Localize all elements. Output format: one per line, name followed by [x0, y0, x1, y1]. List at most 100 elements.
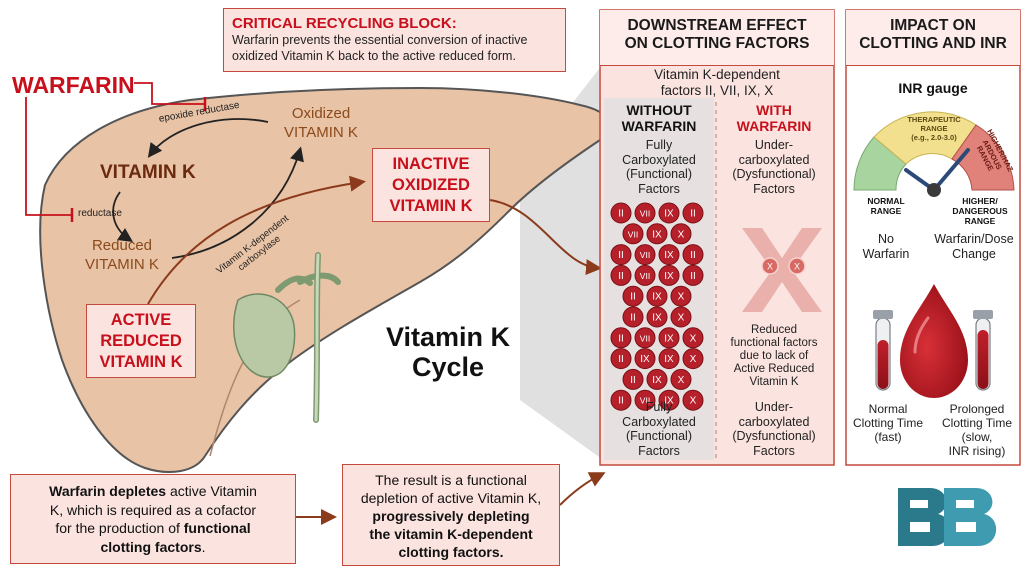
factor-circle: [634, 202, 656, 224]
without-line-2: WARFARIN: [621, 118, 697, 134]
gauge-red-segment: [951, 124, 1015, 191]
factor-circle: [610, 348, 632, 370]
bottom-left-bold-1: Warfarin depletes: [49, 483, 167, 499]
active-reduced-vitamin-k-box: ACTIVE REDUCED VITAMIN K: [86, 304, 196, 378]
factor-circle: [682, 327, 704, 349]
factor-label: X: [678, 375, 685, 386]
factor-circle: [658, 244, 680, 266]
factor-label: IX: [664, 396, 674, 407]
factor-label: VII: [640, 396, 650, 406]
dysfunctional-factors-bottom-label: Under- carboxylated (Dysfunctional) Fact…: [718, 400, 830, 458]
factor-circle: [646, 285, 668, 307]
factor-label: VII: [640, 333, 650, 343]
bottom-mid-line-4: the vitamin K-dependent: [369, 526, 533, 542]
normal-range-line-1: NORMAL: [867, 196, 905, 206]
factor-label: II: [618, 271, 624, 282]
oxidized-line-1: Oxidized: [291, 105, 351, 122]
cycle-line-1: Vitamin K: [385, 322, 511, 352]
left-bottom-line-1: Fully: [645, 400, 673, 414]
inactive-oxidized-vitamin-k-box: INACTIVE OXIDIZED VITAMIN K: [372, 148, 490, 222]
warning-line-1: Warfarin prevents the essential conversi…: [232, 33, 528, 47]
factor-label: II: [618, 333, 624, 344]
inhibit-line-epoxide: [134, 82, 205, 105]
prolonged-clot-line-3: (slow,: [961, 430, 993, 444]
without-warfarin-heading: WITHOUT WARFARIN: [604, 102, 714, 134]
functional-depletion-box: The result is a functional depletion of …: [342, 464, 560, 566]
left-bottom-line-2: Carboxylated: [622, 414, 696, 429]
arrow-reduced-to-oxidized: [171, 146, 304, 259]
functional-factors-bottom-label: Fully Carboxylated (Functional) Factors: [604, 400, 714, 458]
right-top-line-2: carboxylated: [738, 152, 810, 167]
right-bottom-line-3: (Dysfunctional): [732, 429, 816, 443]
bottom-left-rest-4: .: [201, 538, 206, 555]
bottom-mid-line-1: The result is a functional: [375, 472, 527, 488]
inhibit-line-reductase: [25, 97, 72, 216]
right-top-line-1: Under-: [754, 138, 794, 152]
no-warfarin-label: No Warfarin: [850, 232, 922, 262]
factor-label: II: [690, 209, 696, 220]
factor-circle: [682, 244, 704, 266]
downstream-panel: DOWNSTREAM EFFECT ON CLOTTING FACTORS Vi…: [600, 10, 834, 465]
prolonged-clot-line-1: Prolonged: [949, 402, 1005, 416]
warfarin-dose-change-label: Warfarin/Dose Change: [928, 232, 1020, 262]
right-bottom-line-1: Under-: [754, 400, 794, 414]
downstream-title-line-2: ON CLOTTING FACTORS: [624, 35, 810, 52]
factor-circle: [682, 202, 704, 224]
higher-line-3: RANGE: [964, 216, 996, 226]
factor-circle: [658, 389, 680, 411]
therapeutic-line-1: THERAPEUTIC: [907, 115, 961, 124]
factor-circle: [610, 327, 632, 349]
right-top-line-4: Factors: [753, 181, 795, 196]
active-line-1: ACTIVE: [110, 311, 172, 329]
factor-circle: [658, 264, 680, 286]
bottom-left-pre-3: for the production of: [55, 520, 184, 536]
arrow-oxidized-to-vitk: [147, 118, 269, 158]
bile-duct-inner: [314, 253, 320, 422]
with-line-1: WITH: [756, 102, 792, 118]
oxidized-vitamin-k-label: Oxidized VITAMIN K: [266, 104, 376, 142]
factor-label: VII: [628, 229, 638, 239]
factor-label: II: [618, 354, 624, 365]
factor-circle: [622, 223, 644, 245]
inactive-line-1: INACTIVE: [392, 155, 470, 173]
active-line-2: REDUCED: [100, 332, 182, 350]
downstream-title-line-1: DOWNSTREAM EFFECT: [627, 17, 807, 34]
factor-circle: [646, 306, 668, 328]
arrow-inactive-to-downstream: [489, 199, 602, 276]
bottom-mid-line-2: depletion of active Vitamin K,: [360, 490, 542, 506]
arrow-mid-to-downstream: [559, 472, 606, 506]
factor-label: IX: [664, 354, 674, 365]
normal-clot-line-2: Clotting Time: [852, 416, 924, 430]
factor-label: IX: [652, 375, 662, 386]
bottom-left-bold-4: clotting factors: [100, 538, 202, 555]
left-top-line-1: Fully: [645, 138, 673, 152]
subtitle-line-2: factors II, VII, IX, X: [660, 83, 774, 98]
factor-label: VII: [640, 271, 650, 281]
factor-label: X: [690, 354, 697, 365]
higher-line-2: DANGEROUS: [952, 206, 1008, 216]
reduced-functional-note: Reduced functional factors due to lack o…: [718, 324, 830, 389]
factor-circle: [682, 348, 704, 370]
factor-circle: [622, 368, 644, 390]
bottom-left-rest-1: active Vitamin: [166, 483, 257, 499]
reduced-note-line-3: due to lack of: [739, 350, 809, 362]
factor-label: X: [678, 292, 685, 303]
factor-label: II: [690, 271, 696, 282]
reduced-line-2: VITAMIN K: [85, 256, 159, 273]
reductase-label: reductase: [78, 208, 122, 219]
factor-label: VII: [640, 209, 650, 219]
bottom-left-line-2: K, which is required as a cofactor: [49, 501, 257, 518]
factor-circle: [610, 389, 632, 411]
higher-line-1: HIGHER/: [962, 196, 998, 206]
bottom-mid-line-3: progressively depleting: [372, 508, 530, 524]
prolonged-clotting-label: Prolonged Clotting Time (slow, INR risin…: [934, 402, 1020, 458]
factor-label: X: [678, 313, 685, 324]
gauge-needle-high: [932, 148, 970, 192]
no-warfarin-line-1: No: [878, 232, 894, 246]
prolonged-clot-line-2: Clotting Time: [941, 416, 1013, 430]
vitamin-k-cycle-title: Vitamin K Cycle: [378, 322, 518, 382]
factor-circle: [670, 306, 692, 328]
factor-label: IX: [664, 209, 674, 220]
